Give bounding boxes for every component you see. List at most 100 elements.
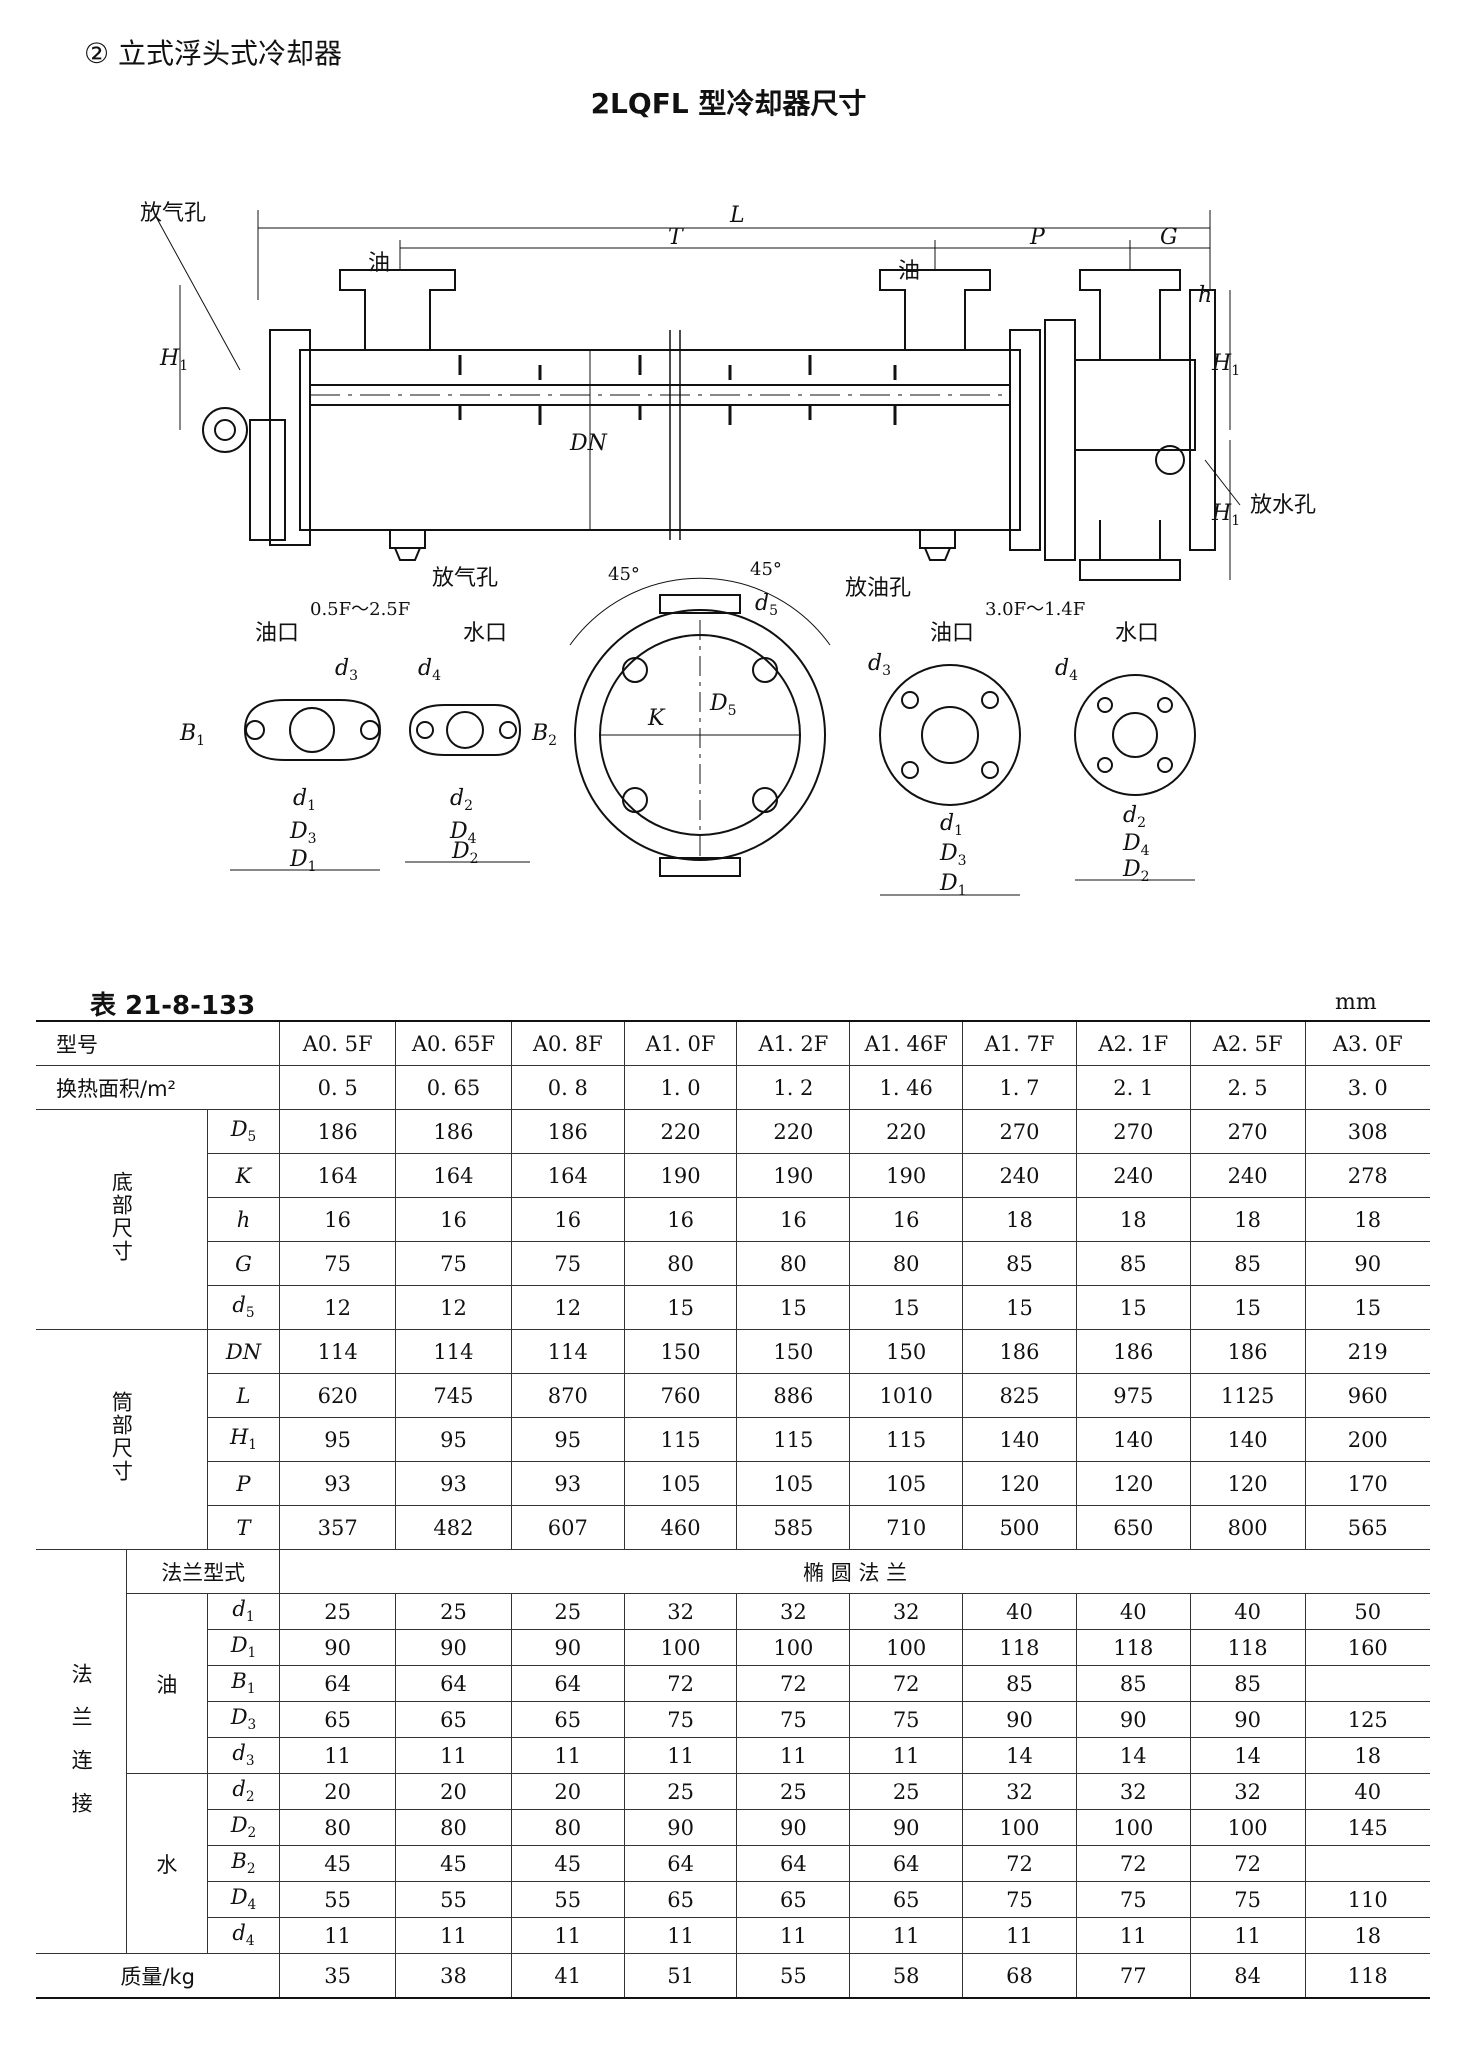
dim-DN: DN — [569, 431, 608, 456]
value-cell: 105 — [849, 1461, 964, 1506]
value-cell: 77 — [1075, 1953, 1191, 1999]
value-cell: 115 — [736, 1417, 851, 1462]
value-cell: 114 — [510, 1329, 625, 1374]
value-cell: 18 — [1304, 1917, 1430, 1954]
value-cell: 140 — [1075, 1417, 1191, 1462]
oil-round-flange — [879, 664, 1021, 806]
value-cell: 1. 46 — [849, 1065, 964, 1110]
drain-oil-label: 放油孔 — [845, 576, 911, 601]
dim-L: L — [729, 203, 745, 228]
value-cell: 85 — [1075, 1241, 1191, 1286]
value-cell: 220 — [736, 1109, 851, 1154]
value-cell: 80 — [623, 1241, 738, 1286]
value-cell: 25 — [623, 1773, 738, 1810]
param-symbol: D1 — [206, 1629, 281, 1666]
value-cell: A0. 5F — [279, 1020, 397, 1066]
value-cell: 18 — [1304, 1197, 1430, 1242]
value-cell: 14 — [1189, 1737, 1306, 1774]
value-cell: 11 — [849, 1737, 964, 1774]
value-cell: 186 — [1075, 1329, 1191, 1374]
dim-D1-right: D1 — [939, 871, 967, 899]
value-cell: 150 — [736, 1329, 851, 1374]
param-symbol: d3 — [206, 1737, 281, 1774]
value-cell: 278 — [1304, 1153, 1430, 1198]
value-cell: 14 — [1075, 1737, 1191, 1774]
value-cell: A2. 1F — [1075, 1020, 1191, 1066]
value-cell: 85 — [1189, 1241, 1306, 1286]
dim-d2-left: d2 — [450, 786, 473, 814]
value-cell: 75 — [510, 1241, 625, 1286]
value-cell: 145 — [1304, 1809, 1430, 1846]
value-cell: 15 — [849, 1285, 964, 1330]
value-cell: 482 — [395, 1505, 512, 1550]
value-cell: 15 — [1189, 1285, 1306, 1330]
value-cell: 72 — [1189, 1845, 1306, 1882]
param-symbol: d2 — [206, 1773, 281, 1810]
value-cell: 80 — [736, 1241, 851, 1286]
value-cell: 90 — [279, 1629, 397, 1666]
oil-label: 油 — [126, 1593, 208, 1774]
value-cell: 960 — [1304, 1373, 1430, 1418]
value-cell: 65 — [395, 1701, 512, 1738]
dim-G: G — [1160, 225, 1178, 250]
value-cell: 120 — [1189, 1461, 1306, 1506]
dim-d3-right: d3 — [868, 651, 891, 679]
param-symbol: D5 — [206, 1109, 281, 1154]
value-cell: 240 — [962, 1153, 1077, 1198]
value-cell: 35 — [279, 1953, 397, 1999]
value-cell: 12 — [395, 1285, 512, 1330]
value-cell: 45 — [279, 1845, 397, 1882]
range-left-label: 0.5F～2.5F — [310, 599, 410, 620]
dim-D3-left: D3 — [289, 819, 317, 847]
value-cell: 38 — [395, 1953, 512, 1999]
value-cell: 357 — [279, 1505, 397, 1550]
area-label: 换热面积/m² — [36, 1065, 281, 1110]
flange-group-cell: 法兰连接 — [36, 1549, 128, 1954]
value-cell: 11 — [623, 1737, 738, 1774]
dim-P: P — [1029, 225, 1046, 250]
value-cell: 190 — [623, 1153, 738, 1198]
value-cell: 270 — [1189, 1109, 1306, 1154]
model-label: 型号 — [36, 1020, 281, 1066]
value-cell: 100 — [849, 1629, 964, 1666]
value-cell: 18 — [962, 1197, 1077, 1242]
value-cell: 585 — [736, 1505, 851, 1550]
value-cell: 75 — [1189, 1881, 1306, 1918]
value-cell: A0. 8F — [510, 1020, 625, 1066]
right-flange-1 — [1009, 329, 1041, 551]
param-symbol: T — [206, 1505, 281, 1550]
value-cell: 64 — [395, 1665, 512, 1702]
dim-B1: B1 — [179, 721, 205, 749]
value-cell: 105 — [736, 1461, 851, 1506]
oil-right-label: 油 — [898, 259, 920, 284]
right-oil-nozzle — [879, 269, 991, 351]
value-cell: 85 — [962, 1665, 1077, 1702]
value-cell: 16 — [736, 1197, 851, 1242]
value-cell: 16 — [510, 1197, 625, 1242]
right-vent-plug — [919, 530, 956, 561]
value-cell: 100 — [623, 1629, 738, 1666]
value-cell: A1. 7F — [962, 1020, 1077, 1066]
value-cell: 65 — [849, 1881, 964, 1918]
value-cell: 186 — [395, 1109, 512, 1154]
value-cell: 3. 0 — [1304, 1065, 1430, 1110]
dim-d2-right: d2 — [1123, 803, 1146, 831]
dim-D4-right: D4 — [1122, 831, 1150, 859]
cooler-drawing: 放气孔 放气孔 放水孔 放油孔 油 油 0.5F～2.5F 3.0F～1.4F … — [140, 201, 1316, 899]
value-cell: 220 — [849, 1109, 964, 1154]
value-cell: 84 — [1189, 1953, 1306, 1999]
value-cell: 270 — [1075, 1109, 1191, 1154]
value-cell: 18 — [1189, 1197, 1306, 1242]
value-cell: 90 — [736, 1809, 851, 1846]
angle-left-label: 45° — [608, 564, 640, 585]
value-cell: 55 — [736, 1953, 851, 1999]
oil-port-left-label: 油口 — [255, 621, 299, 646]
shell-body — [299, 349, 1021, 531]
value-cell: 40 — [1304, 1773, 1430, 1810]
right-cap — [1189, 289, 1216, 551]
value-cell: 25 — [395, 1593, 512, 1630]
